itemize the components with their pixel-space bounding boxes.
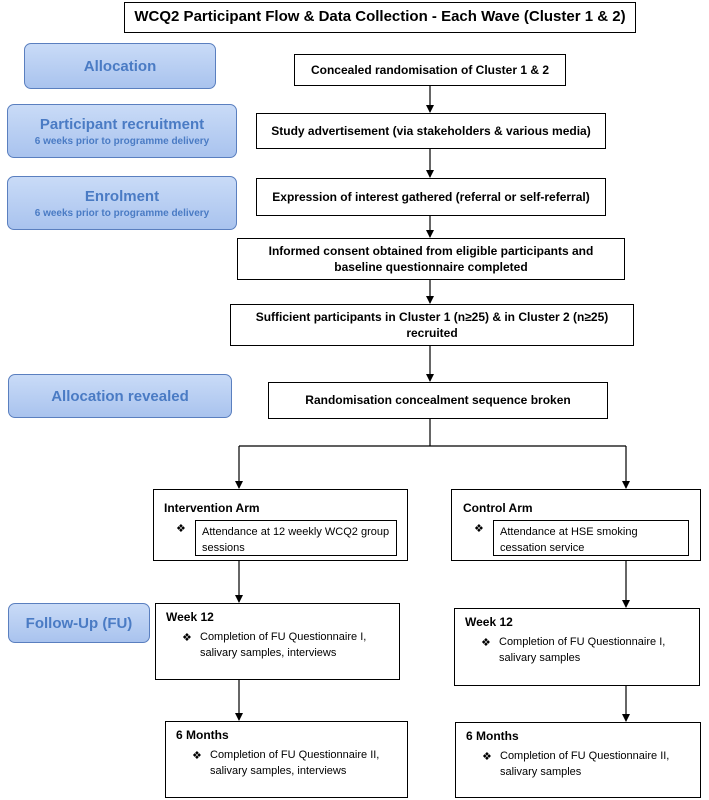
- stage-allocation-revealed: Allocation revealed: [8, 374, 232, 418]
- intervention-arm-box: Intervention Arm ❖ Attendance at 12 week…: [153, 489, 408, 561]
- intervention-6months-title: 6 Months: [176, 728, 229, 742]
- diamond-bullet-icon: ❖: [176, 523, 186, 535]
- intervention-week12-box: Week 12 ❖ Completion of FU Questionnaire…: [155, 603, 400, 680]
- step-sufficient-participants: Sufficient participants in Cluster 1 (n≥…: [230, 304, 634, 346]
- step-study-advertisement: Study advertisement (via stakeholders & …: [256, 113, 606, 149]
- control-6months-text: Completion of FU Questionnaire II, saliv…: [500, 750, 670, 778]
- stage-allocation-label: Allocation: [83, 57, 157, 75]
- intervention-arm-title: Intervention Arm: [164, 501, 260, 515]
- intervention-6months-box: 6 Months ❖ Completion of FU Questionnair…: [165, 721, 408, 798]
- intervention-week12-title: Week 12: [166, 610, 214, 624]
- stage-participant-recruitment: Participant recruitment 6 weeks prior to…: [7, 104, 237, 158]
- intervention-week12-text: Completion of FU Questionnaire I, saliva…: [200, 631, 367, 659]
- control-6months-box: 6 Months ❖ Completion of FU Questionnair…: [455, 722, 701, 798]
- diagram-title: WCQ2 Participant Flow & Data Collection …: [124, 2, 636, 33]
- control-arm-box: Control Arm ❖ Attendance at HSE smoking …: [451, 489, 701, 561]
- control-week12-text: Completion of FU Questionnaire I, saliva…: [499, 636, 666, 664]
- control-attendance: Attendance at HSE smoking cessation serv…: [493, 520, 689, 556]
- control-arm-title: Control Arm: [463, 501, 533, 515]
- step-informed-consent: Informed consent obtained from eligible …: [237, 238, 625, 280]
- stage-enrolment-sub: 6 weeks prior to programme delivery: [34, 207, 210, 219]
- stage-revealed-label: Allocation revealed: [51, 387, 189, 405]
- step-concealed-randomisation: Concealed randomisation of Cluster 1 & 2: [294, 54, 566, 86]
- diamond-bullet-icon: ❖: [482, 751, 492, 763]
- intervention-6months-text: Completion of FU Questionnaire II, saliv…: [210, 749, 380, 777]
- stage-allocation: Allocation: [24, 43, 216, 89]
- stage-enrolment: Enrolment 6 weeks prior to programme del…: [7, 176, 237, 230]
- diamond-bullet-icon: ❖: [474, 523, 484, 535]
- stage-follow-up: Follow-Up (FU): [8, 603, 150, 643]
- diamond-bullet-icon: ❖: [192, 750, 202, 762]
- step-concealment-broken: Randomisation concealment sequence broke…: [268, 382, 608, 419]
- diamond-bullet-icon: ❖: [481, 637, 491, 649]
- step-expression-of-interest: Expression of interest gathered (referra…: [256, 178, 606, 216]
- intervention-attendance: Attendance at 12 weekly WCQ2 group sessi…: [195, 520, 397, 556]
- stage-recruitment-label: Participant recruitment: [39, 115, 205, 133]
- control-6months-title: 6 Months: [466, 729, 519, 743]
- diamond-bullet-icon: ❖: [182, 632, 192, 644]
- stage-recruitment-sub: 6 weeks prior to programme delivery: [34, 135, 210, 147]
- control-week12-box: Week 12 ❖ Completion of FU Questionnaire…: [454, 608, 700, 686]
- stage-followup-label: Follow-Up (FU): [25, 614, 133, 632]
- control-week12-title: Week 12: [465, 615, 513, 629]
- stage-enrolment-label: Enrolment: [84, 187, 160, 205]
